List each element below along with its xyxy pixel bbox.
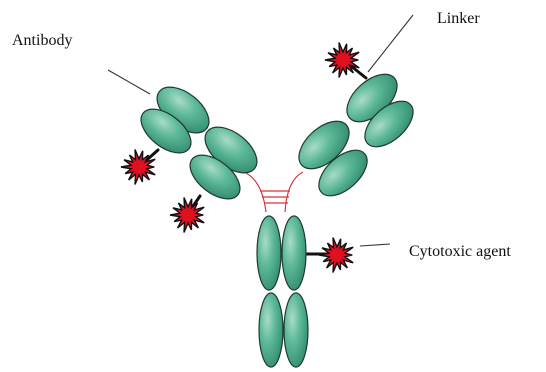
payload-starburst-left-lower: [170, 198, 204, 233]
antibody-label: Antibody: [12, 32, 72, 49]
cytotoxic-agent-leader-line: [360, 244, 390, 246]
payload-starburst-fc: [319, 238, 353, 273]
linker-leader-line: [368, 15, 413, 72]
payload-starburst-top-right: [325, 43, 359, 78]
fc-domain-lower-left: [259, 293, 283, 367]
payload-starburst-left-upper: [121, 150, 155, 185]
antibody-leader-line: [108, 70, 150, 94]
disulfide-bonds: [244, 172, 303, 212]
cytotoxic-agent-label: Cytotoxic agent: [409, 243, 511, 260]
right-hinge-arc: [285, 172, 303, 212]
fc-domain-lower-right: [284, 293, 308, 367]
fc-domain-upper-left: [257, 216, 281, 290]
left-hinge-arc: [244, 172, 266, 212]
fc-domain-upper-right: [282, 216, 306, 290]
linker-label: Linker: [437, 10, 480, 27]
